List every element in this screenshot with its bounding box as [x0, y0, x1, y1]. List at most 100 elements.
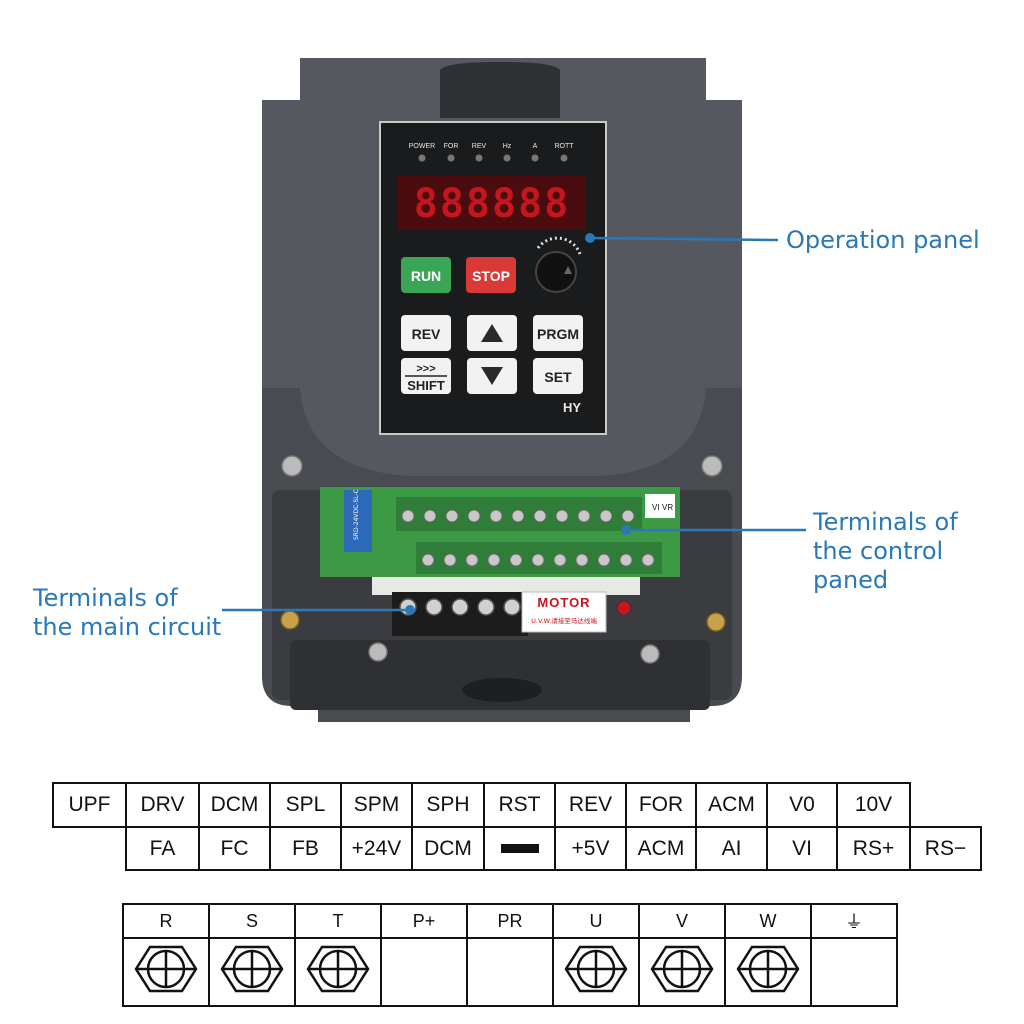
indicator-label: A — [533, 143, 538, 150]
control-terminal-cell: VI — [766, 826, 838, 871]
indicator-label: REV — [472, 143, 487, 150]
control-terminal-cell — [483, 826, 556, 871]
motor-sublabel: U.V.W.请接至马达线端 — [531, 616, 597, 625]
terminal-screw — [619, 553, 633, 567]
cable-entry — [290, 640, 710, 710]
indicator-label: FOR — [444, 143, 459, 150]
rev-button-label: REV — [412, 326, 441, 342]
shift-button-label: SHIFT — [407, 378, 445, 393]
control-terminal-cell: SPM — [340, 782, 413, 828]
up-arrow-icon — [481, 324, 503, 342]
hex-screw-icon — [134, 945, 198, 993]
speed-knob[interactable] — [535, 236, 582, 293]
control-terminal-cell: 10V — [836, 782, 911, 828]
control-terminal-screws — [401, 509, 655, 567]
main-terminal-label: ⏚ — [810, 903, 898, 939]
main-terminal-legend-strip — [372, 577, 640, 595]
main-terminal-label: V — [638, 903, 726, 939]
dash-icon — [500, 844, 539, 854]
hex-screw-icon — [306, 945, 370, 993]
led-display: 888888 — [414, 181, 571, 227]
terminal-screw — [465, 553, 479, 567]
main-terminal-screw — [451, 598, 469, 616]
run-button[interactable] — [401, 257, 451, 293]
hex-screw-icon — [650, 945, 714, 993]
prgm-button[interactable] — [533, 315, 583, 351]
motor-label-box — [521, 591, 607, 633]
blank-cell — [910, 783, 981, 827]
main-terminal-cell — [122, 937, 210, 1007]
terminal-screw — [597, 553, 611, 567]
control-terminal-cell: SPH — [411, 782, 485, 828]
blank-cell — [53, 827, 126, 870]
vr-label: VR — [662, 503, 673, 512]
indicator-led — [531, 154, 539, 162]
control-terminal-cell: REV — [554, 782, 627, 828]
main-terminal-label: PR — [466, 903, 554, 939]
main-terminal-cell — [810, 937, 898, 1007]
rev-button[interactable] — [401, 315, 451, 351]
shift-arrows-icon: >>> — [416, 363, 435, 375]
vi-label: VI — [652, 503, 660, 512]
callout-text: Terminals of — [33, 584, 178, 612]
callout-text: the main circuit — [33, 613, 222, 641]
motor-label: MOTOR — [537, 595, 590, 610]
control-terminal-cell: DCM — [411, 826, 485, 871]
callout-text: the control — [813, 537, 944, 565]
stop-button[interactable] — [466, 257, 516, 293]
terminal-screw — [443, 553, 457, 567]
main-terminal-cell — [638, 937, 726, 1007]
control-terminal-cell: AI — [695, 826, 768, 871]
terminal-screw — [553, 553, 567, 567]
run-button-label: RUN — [411, 268, 441, 284]
terminal-screw — [555, 509, 569, 523]
callout-operation-panel: Operation panel — [786, 226, 980, 255]
main-terminal-label: P+ — [380, 903, 468, 939]
terminal-screw — [467, 509, 481, 523]
hex-screw-icon — [220, 945, 284, 993]
control-terminal-cell: FC — [198, 826, 271, 871]
terminal-screw — [421, 553, 435, 567]
terminal-screw — [445, 509, 459, 523]
control-terminal-cell: DRV — [125, 782, 200, 828]
control-terminal-cell: +24V — [340, 826, 413, 871]
main-terminal-cell — [208, 937, 296, 1007]
control-terminal-cell: UPF — [52, 782, 127, 828]
terminal-screw — [511, 509, 525, 523]
main-terminal-label: U — [552, 903, 640, 939]
callout-text: Operation panel — [786, 226, 980, 254]
terminal-screw — [575, 553, 589, 567]
main-terminal-screw — [425, 598, 443, 616]
terminal-screw — [621, 509, 635, 523]
terminal-screw — [401, 509, 415, 523]
main-terminal-label: S — [208, 903, 296, 939]
main-terminal-label: W — [724, 903, 812, 939]
mounting-screws — [281, 455, 723, 664]
charge-led — [616, 600, 632, 616]
terminal-screw — [533, 509, 547, 523]
down-arrow-icon — [481, 367, 503, 385]
main-terminal-cell — [380, 937, 468, 1007]
terminal-screw — [599, 509, 613, 523]
led-display-frame — [398, 176, 586, 230]
terminal-screw — [423, 509, 437, 523]
terminal-screw — [487, 553, 501, 567]
control-terminal-cell: SPL — [269, 782, 342, 828]
relay-text: SRD-24VDC-SL-C — [353, 489, 360, 540]
callout-leaders — [222, 233, 806, 615]
main-terminal-screw — [503, 598, 521, 616]
terminal-screw — [577, 509, 591, 523]
control-terminal-cell: RST — [483, 782, 556, 828]
set-button[interactable] — [533, 358, 583, 394]
indicator-led — [418, 154, 426, 162]
control-terminal-cell: ACM — [625, 826, 697, 871]
vi-vr-label-box — [645, 494, 675, 518]
top-vent — [440, 62, 560, 118]
indicator-led — [447, 154, 455, 162]
indicator-led — [503, 154, 511, 162]
callout-text: Terminals of — [813, 508, 958, 536]
brand-label: HY — [563, 400, 581, 415]
